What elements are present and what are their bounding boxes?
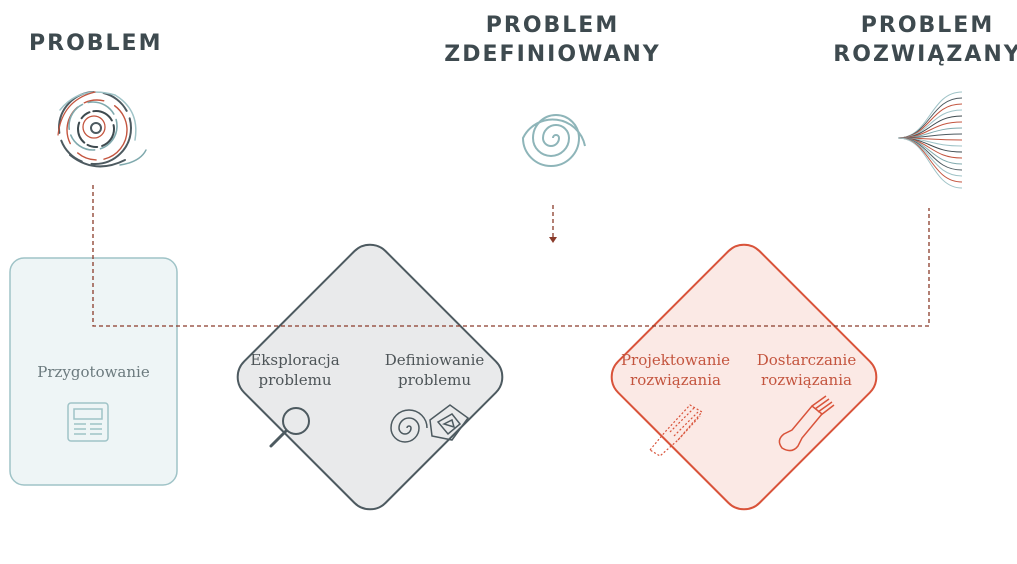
stage-exploration: Eksploracja problemu (250, 351, 340, 389)
fan-lines-icon (897, 91, 963, 189)
stage-design: Projektowanie rozwiązania (620, 351, 731, 389)
spiral-to-shape-icon (390, 404, 470, 443)
heading-problem-defined: PROBLEM ZDEFINIOWANY (444, 13, 661, 67)
comb-sketch-icon (649, 404, 703, 457)
develop-deliver-diamond (610, 243, 878, 511)
magnifier-icon (269, 407, 310, 448)
stage-preparation: Przygotowanie (37, 363, 150, 381)
stage-delivery: Dostarczanie rozwiązania (756, 351, 857, 389)
newspaper-icon (67, 402, 109, 442)
comb-icon (778, 395, 835, 452)
dashed-connector (92, 185, 930, 327)
discover-define-diamond (236, 243, 504, 511)
tangled-scribble-icon (57, 91, 147, 168)
spiral-icon (521, 114, 586, 167)
stage-definition: Definiowanie problemu (384, 351, 485, 389)
arrow-down-icon (549, 237, 557, 243)
heading-problem: PROBLEM (29, 31, 163, 56)
heading-problem-solved: PROBLEM ROZWIĄZANY (833, 13, 1017, 67)
